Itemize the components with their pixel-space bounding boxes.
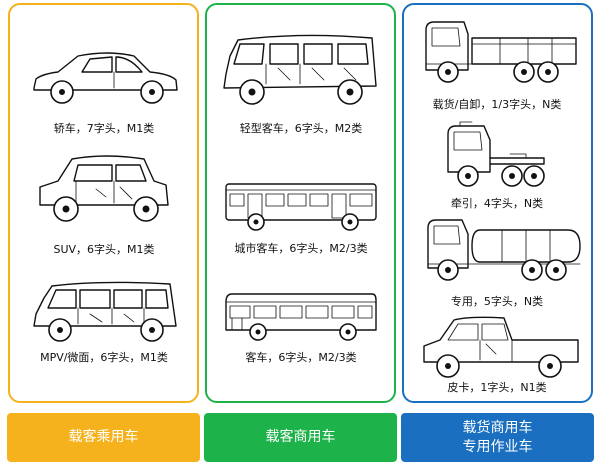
tractor-icon xyxy=(447,121,545,187)
vehicle-label: 城市客车，6字头，M2/3类 xyxy=(234,242,368,255)
vehicle-label: 皮卡，1字头，N1类 xyxy=(447,381,547,394)
panel-cargo-special xyxy=(402,3,593,403)
pickup-icon xyxy=(423,316,579,378)
vehicle-label: 牵引，4字头，N类 xyxy=(450,197,544,210)
panel-passenger-commercial xyxy=(205,3,396,403)
mpv-icon xyxy=(33,281,177,342)
sedan-icon xyxy=(33,52,178,104)
light-bus-icon xyxy=(223,34,377,105)
vehicle-label: 专用，5字头，N类 xyxy=(450,295,544,308)
vehicle-label: 轻型客车，6字头，M2类 xyxy=(239,122,363,135)
tanker-truck-icon xyxy=(427,219,581,281)
vehicle-label: 轿车，7字头，M1类 xyxy=(53,122,155,135)
suv-icon xyxy=(39,155,169,222)
category-label-cargo-special: 载货商用车 专用作业车 xyxy=(401,413,594,462)
vehicle-label: MPV/微面，6字头，M1类 xyxy=(40,351,168,364)
city-bus-icon xyxy=(225,183,377,231)
vehicle-label: 载货/自卸，1/3字头，N类 xyxy=(432,98,562,111)
cargo-truck-icon xyxy=(425,21,577,83)
vehicle-label: SUV，6字头，M1类 xyxy=(53,243,155,256)
category-label-passenger-commercial: 载客商用车 xyxy=(204,413,397,462)
coach-icon xyxy=(225,293,377,341)
panel-passenger-cars xyxy=(8,3,199,403)
vehicle-label: 客车，6字头，M2/3类 xyxy=(245,351,357,364)
category-label-passenger-cars: 载客乘用车 xyxy=(7,413,200,462)
